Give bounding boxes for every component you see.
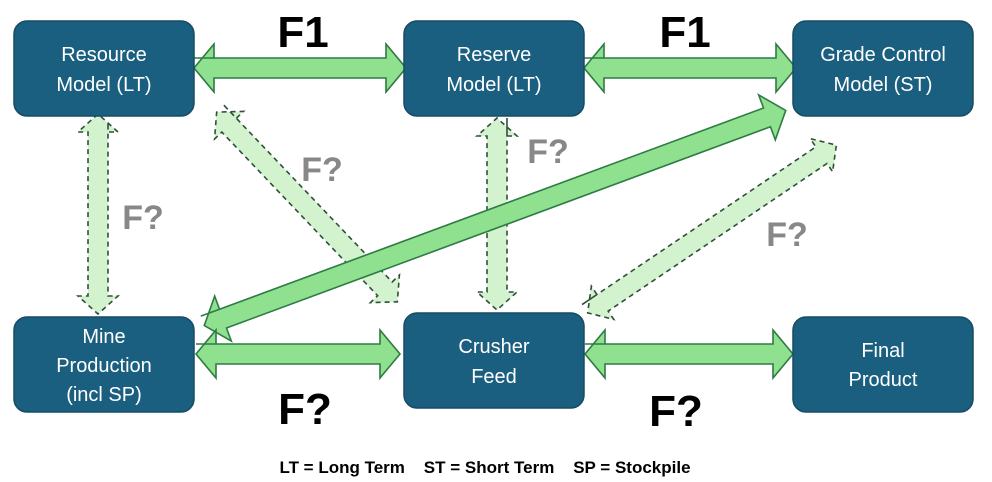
node-reserve-model[interactable]: Reserve Model (LT) — [403, 20, 585, 117]
node-label-line: Model (LT) — [56, 74, 151, 96]
arrow-reserve-to-grade-control — [582, 41, 798, 95]
node-label-line: Final — [861, 340, 904, 362]
arrow-mine-to-crusher — [194, 327, 402, 381]
arrow-resource-to-mine — [75, 112, 121, 316]
factor-label-reserve-crusher: F? — [527, 133, 569, 171]
factor-label-grade-control-crusher: F? — [766, 216, 808, 254]
factor-label-mine-crusher: F? — [278, 385, 332, 434]
node-label-line: Mine — [82, 326, 125, 348]
node-label-line: Model (ST) — [834, 74, 933, 96]
node-resource-model[interactable]: Resource Model (LT) — [13, 20, 195, 117]
abbreviation-legend: LT = Long Term ST = Short Term SP = Stoc… — [279, 458, 690, 477]
node-label-line: Reserve — [457, 44, 531, 66]
node-mine-production[interactable]: Mine Production (incl SP) — [13, 316, 195, 413]
node-label-line: Production — [56, 355, 152, 377]
node-label-line: (incl SP) — [66, 384, 142, 406]
node-label-line: Crusher — [458, 336, 529, 358]
factor-label-resource-reserve: F1 — [277, 8, 328, 57]
factor-label-resource-mine: F? — [122, 199, 164, 237]
node-label-line: Grade Control — [820, 44, 946, 66]
factor-label-reserve-grade-control: F1 — [659, 8, 710, 57]
arrow-resource-to-reserve — [192, 41, 408, 95]
factor-label-crusher-final: F? — [649, 387, 703, 436]
arrow-resource-to-crusher — [213, 104, 401, 304]
node-final-product[interactable]: Final Product — [792, 316, 974, 413]
node-label-line: Model (LT) — [446, 74, 541, 96]
factor-label-resource-crusher: F? — [301, 151, 343, 189]
node-label-line: Feed — [471, 366, 517, 388]
node-label-line: Resource — [61, 44, 147, 66]
arrow-grade-control-to-crusher — [581, 137, 838, 321]
arrow-mine-to-grade-control — [200, 93, 787, 343]
arrow-crusher-to-final — [583, 327, 795, 381]
node-grade-control-model[interactable]: Grade Control Model (ST) — [792, 20, 974, 117]
node-crusher-feed[interactable]: Crusher Feed — [403, 312, 585, 409]
node-label-line: Product — [849, 369, 918, 391]
